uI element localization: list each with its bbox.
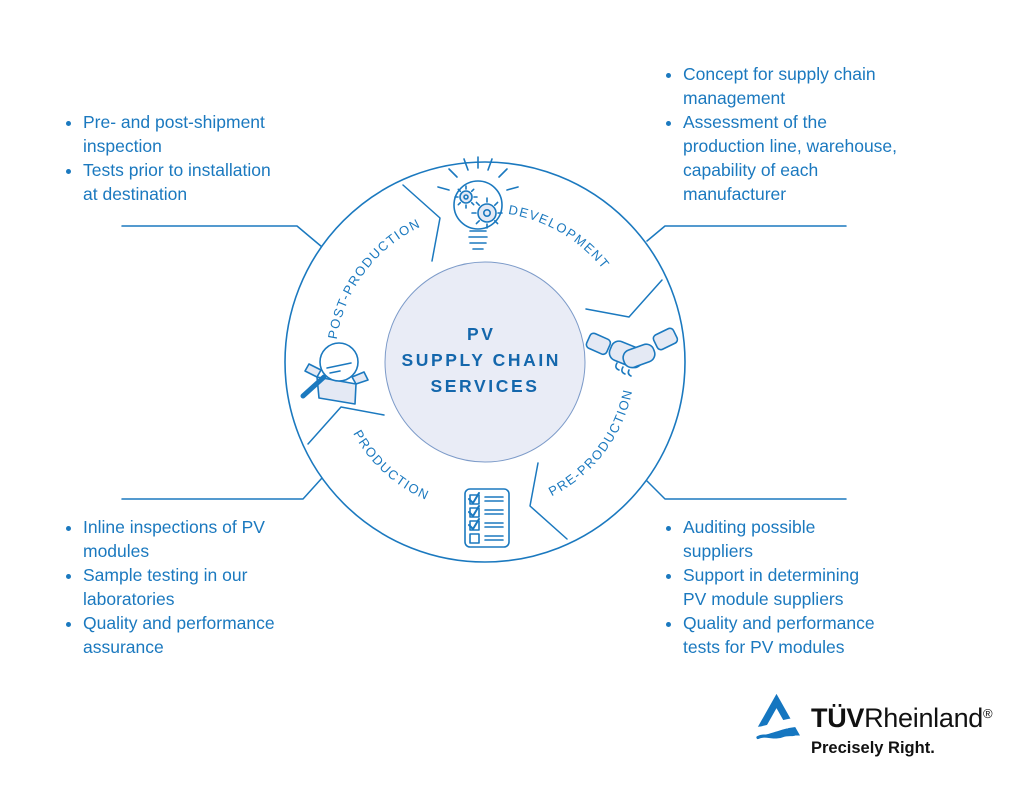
connector-bottom-left bbox=[121, 477, 323, 500]
pre-production-list: Auditing possible suppliers Support in d… bbox=[662, 515, 942, 659]
development-list: Concept for supply chain management Asse… bbox=[662, 62, 942, 206]
connector-top-right bbox=[646, 225, 847, 242]
segment-separators bbox=[307, 184, 663, 540]
list-item: Quality and performance tests for PV mod… bbox=[683, 611, 942, 659]
checklist-icon bbox=[464, 488, 510, 548]
registered-mark: ® bbox=[983, 706, 993, 721]
handshake-icon bbox=[585, 327, 679, 377]
connector-bottom-right bbox=[646, 480, 847, 500]
list-item: Sample testing in our laboratories bbox=[83, 563, 332, 611]
list-item: Concept for supply chain management bbox=[683, 62, 942, 110]
callout-development: Concept for supply chain management Asse… bbox=[662, 62, 942, 206]
callout-production: Inline inspections of PV modules Sample … bbox=[62, 515, 332, 659]
list-item: Support in determining PV module supplie… bbox=[683, 563, 942, 611]
connector-top-left bbox=[121, 225, 323, 248]
list-item: Assessment of the production line, wareh… bbox=[683, 110, 942, 206]
list-item: Auditing possible suppliers bbox=[683, 515, 942, 563]
cycle-center-disc bbox=[384, 261, 586, 463]
callout-connector-lines bbox=[121, 225, 847, 500]
lightbulb-gears-icon bbox=[437, 156, 519, 250]
brand-tuv: TÜV bbox=[811, 703, 865, 733]
callout-post-production: Pre- and post-shipment inspection Tests … bbox=[62, 110, 322, 206]
list-item: Tests prior to installation at destinati… bbox=[83, 158, 322, 206]
list-item: Quality and performance assurance bbox=[83, 611, 332, 659]
tuv-rheinland-logo: TÜVRheinland® Precisely Right. bbox=[753, 694, 993, 758]
logo-tagline: Precisely Right. bbox=[811, 739, 935, 757]
callout-pre-production: Auditing possible suppliers Support in d… bbox=[662, 515, 942, 659]
tuv-triangle-icon bbox=[753, 694, 800, 740]
list-item: Inline inspections of PV modules bbox=[83, 515, 332, 563]
brand-name: TÜVRheinland® bbox=[811, 700, 993, 733]
production-list: Inline inspections of PV modules Sample … bbox=[62, 515, 332, 659]
brand-rheinland: Rheinland bbox=[864, 703, 984, 733]
post-production-list: Pre- and post-shipment inspection Tests … bbox=[62, 110, 322, 206]
magnifier-box-icon bbox=[300, 342, 369, 405]
list-item: Pre- and post-shipment inspection bbox=[83, 110, 322, 158]
logo-text: TÜVRheinland® Precisely Right. bbox=[811, 694, 993, 758]
center-title: PV SUPPLY CHAIN SERVICES bbox=[401, 324, 568, 396]
